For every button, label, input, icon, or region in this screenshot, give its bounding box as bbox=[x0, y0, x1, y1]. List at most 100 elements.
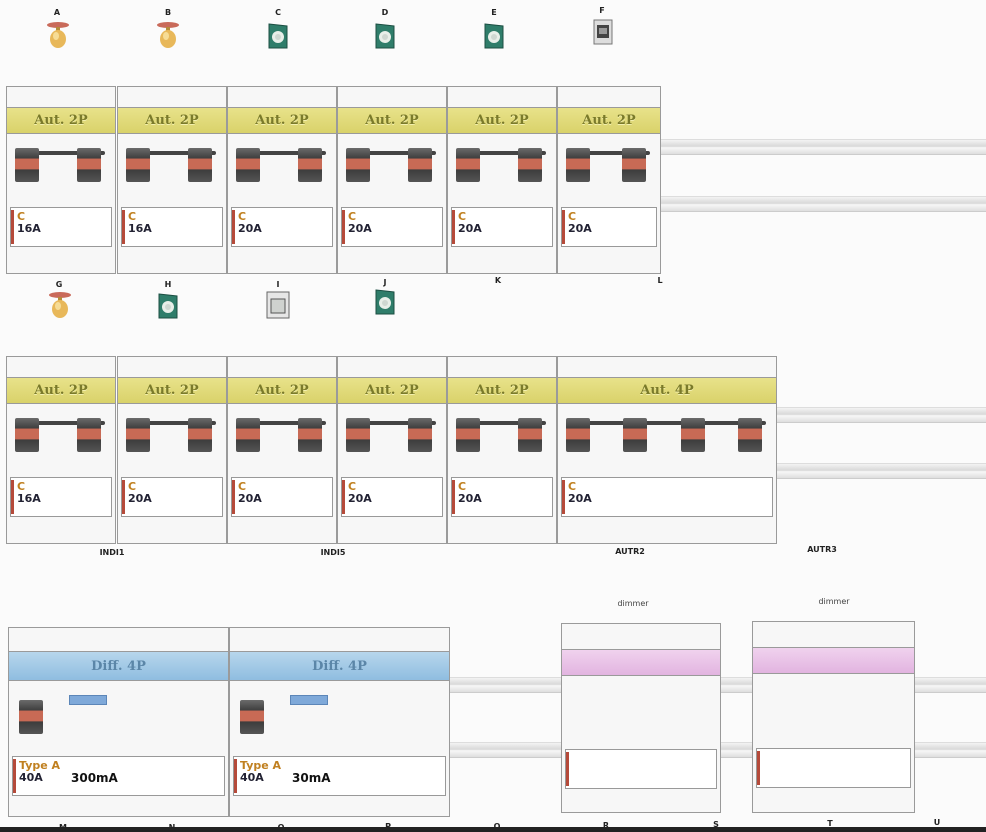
breaker-type-label: Aut. 2P bbox=[118, 107, 226, 134]
breaker-pole bbox=[126, 418, 150, 452]
toggle-bar bbox=[17, 151, 105, 155]
socket-outlet-icon bbox=[158, 293, 178, 319]
trip-curve: C bbox=[568, 480, 577, 493]
breaker-pole bbox=[346, 148, 370, 182]
breaker-poles bbox=[558, 143, 660, 193]
info-box bbox=[565, 749, 717, 789]
sensitivity-rating: 300mA bbox=[71, 771, 118, 785]
current-rating: 20A bbox=[238, 222, 262, 235]
breaker-type-label: Aut. 2P bbox=[228, 377, 336, 404]
breaker-pole bbox=[566, 148, 590, 182]
socket-outlet-icon bbox=[375, 23, 395, 49]
breaker-pole bbox=[623, 418, 648, 452]
ceiling-light-icon bbox=[47, 22, 69, 48]
rcd-type-label: Diff. 4P bbox=[230, 651, 449, 681]
rcd-type: Type A bbox=[240, 759, 282, 772]
toggle-bar bbox=[568, 151, 650, 155]
symbol-letter-f: F bbox=[599, 6, 605, 15]
breaker-type-label: Aut. 2P bbox=[448, 107, 556, 134]
current-rating: 20A bbox=[458, 492, 482, 505]
trip-curve: C bbox=[128, 480, 137, 493]
breaker-pole bbox=[298, 418, 322, 452]
dimmer-label: dimmer bbox=[617, 599, 649, 608]
symbol-letter-g: G bbox=[55, 280, 63, 289]
current-rating: 20A bbox=[128, 492, 152, 505]
breaker-pole bbox=[456, 148, 480, 182]
breaker-pole bbox=[15, 148, 39, 182]
toggle-bar bbox=[17, 421, 105, 425]
test-button bbox=[290, 695, 328, 705]
din-rail bbox=[776, 463, 986, 479]
rcd-toggle bbox=[19, 700, 43, 734]
symbol-letter-t: T bbox=[827, 819, 833, 828]
ceiling-light-icon bbox=[49, 292, 71, 318]
circuit-caption-indi1: INDI1 bbox=[99, 548, 125, 557]
toggle-bar bbox=[458, 421, 546, 425]
current-rating: 40A bbox=[240, 771, 264, 784]
dimmer-band bbox=[753, 647, 914, 674]
rcd-toggle bbox=[240, 700, 264, 734]
symbol-letter-b: B bbox=[164, 8, 172, 17]
trip-curve: C bbox=[238, 480, 247, 493]
page-bottom-edge bbox=[0, 827, 986, 832]
symbol-letter-i: I bbox=[276, 280, 280, 289]
current-rating: 20A bbox=[238, 492, 262, 505]
breaker-pole bbox=[236, 148, 260, 182]
breaker-pole bbox=[518, 418, 542, 452]
circuit-caption-autr2: AUTR2 bbox=[615, 547, 645, 556]
socket-outlet-icon bbox=[268, 23, 288, 49]
breaker-type-label: Aut. 2P bbox=[338, 107, 446, 134]
symbol-letter-u: U bbox=[933, 818, 941, 827]
current-rating: 20A bbox=[348, 492, 372, 505]
toggle-bar bbox=[568, 421, 766, 425]
breaker-poles bbox=[448, 413, 556, 463]
breaker-pole bbox=[408, 418, 432, 452]
breaker-type-label: Aut. 2P bbox=[7, 377, 115, 404]
breaker-pole bbox=[77, 418, 101, 452]
breaker-pole bbox=[518, 148, 542, 182]
breaker-poles bbox=[228, 413, 336, 463]
toggle-bar bbox=[238, 151, 326, 155]
circuit-caption-autr3: AUTR3 bbox=[807, 545, 837, 554]
dimmer-label: dimmer bbox=[818, 597, 850, 606]
trip-curve: C bbox=[348, 480, 357, 493]
circuit-caption-indi5: INDI5 bbox=[320, 548, 346, 557]
breaker-type-label: Aut. 2P bbox=[118, 377, 226, 404]
trip-curve: C bbox=[238, 210, 247, 223]
breaker-poles bbox=[448, 143, 556, 193]
symbol-letter-l: L bbox=[657, 276, 663, 285]
socket-outlet-icon bbox=[375, 289, 395, 315]
symbol-letter-q: Q bbox=[494, 822, 501, 831]
current-rating: 20A bbox=[568, 492, 592, 505]
trip-curve: C bbox=[458, 480, 467, 493]
toggle-bar bbox=[348, 151, 436, 155]
breaker-pole bbox=[126, 148, 150, 182]
toggle-bar bbox=[238, 421, 326, 425]
breaker-poles bbox=[338, 413, 446, 463]
breaker-pole bbox=[188, 148, 212, 182]
breaker-poles bbox=[338, 143, 446, 193]
breaker-pole bbox=[456, 418, 480, 452]
breaker-poles bbox=[7, 143, 115, 193]
socket-outlet-icon bbox=[484, 23, 504, 49]
din-rail bbox=[660, 196, 986, 212]
dimmer-module bbox=[752, 621, 915, 813]
toggle-bar bbox=[128, 421, 216, 425]
rcd-type-label: Diff. 4P bbox=[9, 651, 228, 681]
symbol-letter-c: C bbox=[275, 8, 281, 17]
